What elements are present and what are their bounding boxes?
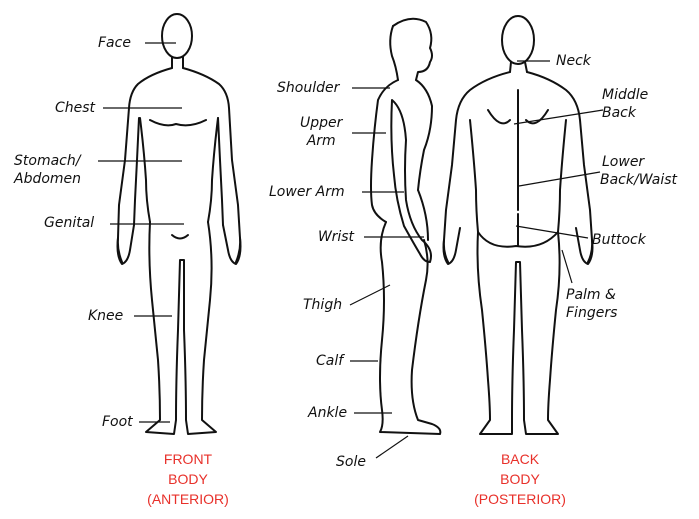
- label-wrist: Wrist: [318, 228, 354, 246]
- label-ankle: Ankle: [308, 404, 347, 422]
- label-lower-back-line1: Lower: [600, 153, 677, 171]
- label-middle-back: Middle Back: [602, 86, 648, 122]
- label-palm-line2: Fingers: [566, 304, 617, 322]
- label-lower-arm: Lower Arm: [269, 183, 345, 201]
- caption-back-line3: (POSTERIOR): [460, 489, 580, 509]
- caption-front-body: FRONT BODY (ANTERIOR): [128, 449, 248, 509]
- caption-back-line2: BODY: [460, 469, 580, 489]
- label-stomach-line2: Abdomen: [14, 170, 81, 188]
- label-genital: Genital: [44, 214, 94, 232]
- label-middle-back-line2: Back: [602, 104, 648, 122]
- back-figure: [444, 16, 593, 434]
- label-shoulder: Shoulder: [277, 79, 339, 97]
- caption-front-line2: BODY: [128, 469, 248, 489]
- caption-front-line1: FRONT: [128, 449, 248, 469]
- caption-front-line3: (ANTERIOR): [128, 489, 248, 509]
- label-lower-back-line2: Back/Waist: [600, 171, 677, 189]
- label-upper-arm-line2: Arm: [300, 132, 342, 150]
- label-upper-arm-line1: Upper: [300, 114, 342, 132]
- label-lower-back: Lower Back/Waist: [600, 153, 677, 189]
- label-chest: Chest: [55, 99, 95, 117]
- label-stomach: Stomach/ Abdomen: [14, 152, 81, 188]
- label-middle-back-line1: Middle: [602, 86, 648, 104]
- label-buttock: Buttock: [592, 231, 646, 249]
- label-upper-arm: Upper Arm: [300, 114, 342, 150]
- caption-back-body: BACK BODY (POSTERIOR): [460, 449, 580, 509]
- label-calf: Calf: [316, 352, 343, 370]
- label-face: Face: [98, 34, 131, 52]
- label-thigh: Thigh: [303, 296, 342, 314]
- label-knee: Knee: [88, 307, 123, 325]
- label-stomach-line1: Stomach/: [14, 152, 81, 170]
- label-palm-line1: Palm &: [566, 286, 617, 304]
- label-palm-fingers: Palm & Fingers: [566, 286, 617, 322]
- label-foot: Foot: [102, 413, 133, 431]
- caption-back-line1: BACK: [460, 449, 580, 469]
- label-neck: Neck: [556, 52, 591, 70]
- leader-lines: [98, 43, 603, 458]
- label-sole: Sole: [336, 453, 366, 471]
- side-figure: [371, 19, 440, 434]
